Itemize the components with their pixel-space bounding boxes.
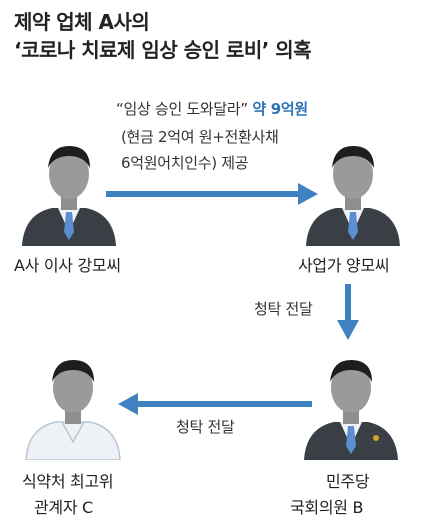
person-lawmaker-icon [304,360,398,460]
person-businessman-icon [306,146,400,246]
person-mfds-official-icon [25,360,121,460]
person-lawmaker-label-1: 민주당 [326,472,370,491]
person-mfds-official-label-2: 관계자 C [34,498,93,517]
bribe-detail-line-1: (현금 2억여 원+전환사채 [121,128,279,146]
bribe-detail-line-2: 6억원어치인수) 제공 [121,154,249,172]
title-line-2: ‘코로나 치료제 임상 승인 로비’ 의혹 [14,38,312,62]
bribe-request-quote: “임상 승인 도와달라” [116,100,248,118]
person-a-director-label: A사 이사 강모씨 [14,256,121,275]
flow3-label: 청탁 전달 [176,418,235,436]
arrow-flow2-head [337,320,359,340]
person-mfds-official-label-1: 식약처 최고위 [22,472,114,491]
person-a-director-icon [22,146,116,246]
flow2-label: 청탁 전달 [254,300,313,318]
bribe-amount: 약 9억원 [252,100,308,118]
arrow-flow1-head [298,183,318,205]
person-businessman-label: 사업가 양모씨 [298,256,390,275]
bribe-request-note: “임상 승인 도와달라” 약 9억원 [116,98,308,119]
title-line-1: 제약 업체 A사의 [14,10,150,34]
arrow-flow3-head [118,393,138,415]
person-lawmaker-label-2: 국회의원 B [290,498,364,517]
